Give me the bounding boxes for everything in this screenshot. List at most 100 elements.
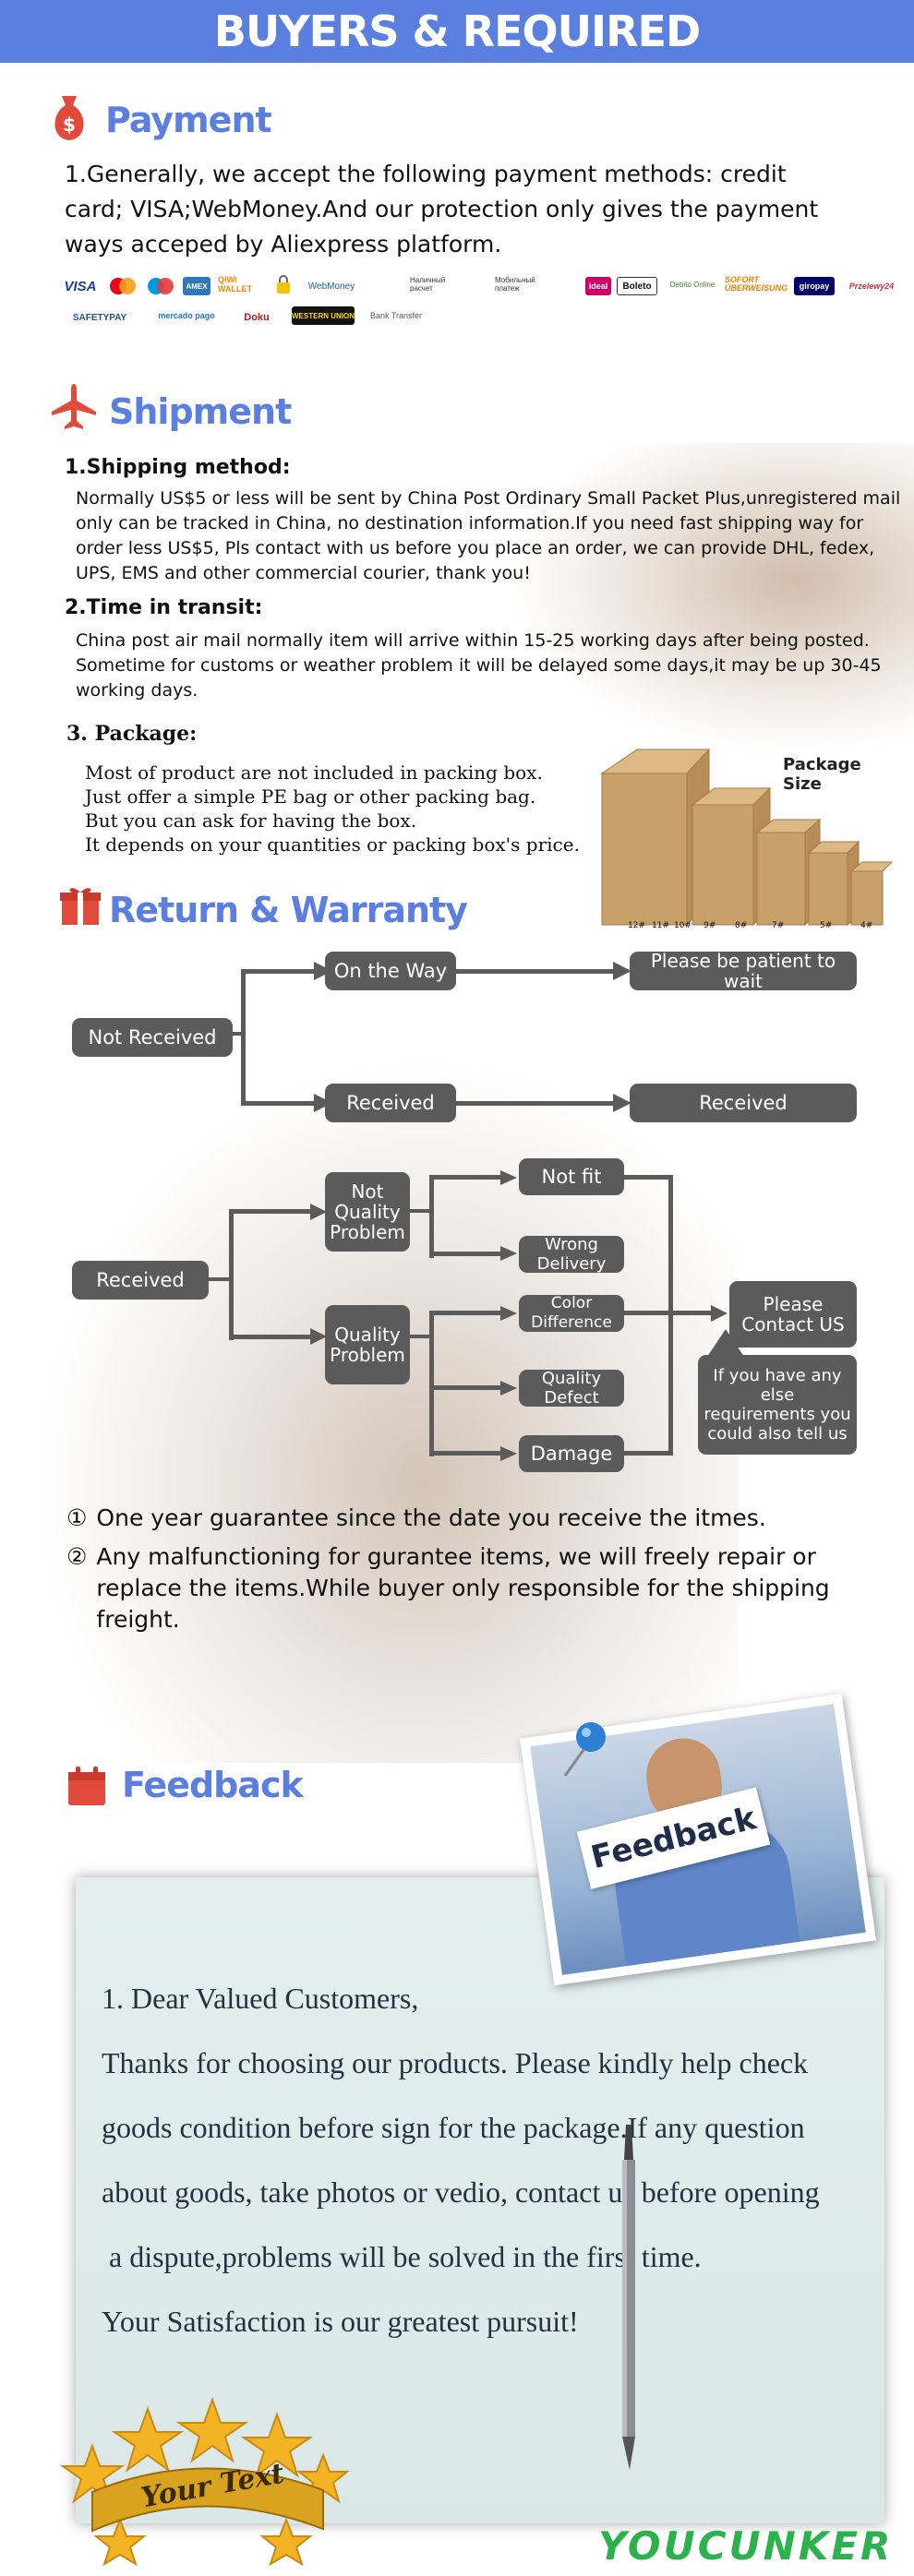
flow-connector <box>429 1175 503 1180</box>
requirements-bubble: If you have any else requirements you co… <box>698 1355 857 1455</box>
package-text: Most of product are not included in pack… <box>85 761 602 857</box>
received-box: Received <box>325 1084 456 1122</box>
feedback-line-5: a dispute,problems will be solved in the… <box>102 2240 702 2273</box>
debito-online-logo: Debito Online <box>669 280 716 289</box>
note-1-number: ① <box>66 1504 88 1531</box>
not-fit-box: Not fit <box>519 1158 624 1195</box>
feedback-line-1: 1. Dear Valued Customers, <box>102 1982 419 2015</box>
package-line: Most of product are not included in pack… <box>85 761 543 784</box>
flow-connector <box>429 1175 434 1258</box>
package-line: It depends on your quantities or packing… <box>85 833 580 856</box>
airplane-icon <box>48 380 100 432</box>
bank-transfer-logo: Bank Transfer <box>369 311 423 320</box>
note-1: ① One year guarantee since the date you … <box>66 1503 897 1534</box>
flow-connector <box>429 1451 503 1456</box>
payment-title: Payment <box>105 100 272 140</box>
box-label: 4# <box>860 921 873 930</box>
box-label: 10# <box>674 921 692 930</box>
flow-connector <box>624 1175 672 1180</box>
shipping-method-heading: 1.Shipping method: <box>65 456 291 479</box>
box-label: 5# <box>820 921 833 930</box>
transit-heading: 2.Time in transit: <box>65 596 263 619</box>
package-line: Just offer a simple PE bag or other pack… <box>85 785 536 808</box>
color-difference-box: Color Difference <box>519 1294 624 1332</box>
flow-connector <box>456 1101 622 1106</box>
arrowheads <box>310 962 728 1461</box>
safetypay-logo: SAFETYPAY <box>72 312 127 323</box>
przelewy24-logo: Przelewy24 <box>848 282 895 291</box>
patient-box: Please be patient to wait <box>630 951 857 991</box>
cash-logo: Наличный расчет <box>410 276 446 293</box>
qiwi-logo: QIWI WALLET <box>218 275 252 294</box>
boleto-logo: Boleto <box>617 277 657 295</box>
note-2: ② Any malfunctioning for gurantee items,… <box>66 1541 897 1635</box>
received-result-box: Received <box>630 1084 857 1122</box>
not-quality-box: Not Quality Problem <box>325 1172 410 1252</box>
feedback-line-6: Your Satisfaction is our greatest pursui… <box>102 2305 579 2338</box>
note-1-text: One year guarantee since the date you re… <box>96 1504 766 1531</box>
doku-logo: Doku <box>244 312 270 323</box>
flow-connector <box>229 1335 316 1339</box>
shipment-bg-photo <box>517 443 914 748</box>
flow-connector <box>229 1209 316 1214</box>
visa-logo: VISA <box>64 278 97 294</box>
speech-bubble-tail <box>707 1329 744 1357</box>
wrong-delivery-box: Wrong Delivery <box>519 1235 624 1274</box>
amex-logo: AMEX <box>183 277 210 295</box>
flow-connector <box>241 969 315 974</box>
lock-icon <box>273 275 294 294</box>
note-2-number: ② <box>66 1543 88 1570</box>
flow-connector <box>429 1385 503 1390</box>
transit-text: China post air mail normally item will a… <box>76 630 882 701</box>
flow-connector <box>456 969 622 974</box>
mercadopago-logo: mercado pago <box>158 311 215 320</box>
chat-icon <box>65 1765 109 1809</box>
brand-logo: YOUCUNKER <box>598 2523 894 2569</box>
shipment-title: Shipment <box>109 391 292 432</box>
feedback-line-4: about goods, take photos or vedio, conta… <box>102 2175 820 2209</box>
pushpin-icon <box>558 1715 613 1781</box>
contact-us-box: Please Contact US <box>729 1281 857 1348</box>
page-title: BUYERS & REQUIRED <box>213 6 701 56</box>
box-label: 12# <box>628 921 645 930</box>
damage-box: Damage <box>519 1435 624 1472</box>
western-union-logo: WESTERN UNION <box>292 306 355 325</box>
mastercard-logo <box>107 277 138 295</box>
header-banner: BUYERS & REQUIRED <box>0 0 914 63</box>
flow-connector <box>409 1209 433 1213</box>
star-badge: Your Text <box>55 2381 351 2567</box>
package-size-label: Package Size <box>783 755 861 794</box>
box-label: 11# <box>652 921 669 930</box>
flow-connector <box>409 1335 433 1338</box>
box-label: 9# <box>704 921 716 930</box>
box-label: 7# <box>772 921 785 930</box>
flow-connector <box>241 1101 315 1106</box>
package-heading: 3. Package: <box>66 722 198 746</box>
feedback-title: Feedback <box>122 1765 304 1805</box>
webmoney-logo: WebMoney <box>307 281 355 292</box>
money-bag-icon: $ <box>48 92 90 142</box>
note-2-text: Any malfunctioning for gurantee items, w… <box>96 1543 830 1633</box>
maestro-logo <box>144 277 177 295</box>
package-line: But you can ask for having the box. <box>85 809 417 832</box>
pen-icon <box>609 2123 646 2474</box>
flow-connector <box>624 1451 672 1456</box>
sofort-logo: SOFORT ÜBERWEISUNG <box>724 275 788 293</box>
package-size-image: Package Size 12# 11# 10# 9# 8# 7# 5# 4# <box>600 744 905 936</box>
flow-connector <box>624 1311 713 1315</box>
flow-connector <box>429 1252 503 1256</box>
box-label: 8# <box>735 921 748 930</box>
feedback-line-3: goods condition before sign for the pack… <box>102 2111 805 2144</box>
flow-connector <box>241 969 246 1106</box>
svg-text:$: $ <box>63 114 76 136</box>
flow-connector <box>233 1032 244 1036</box>
warranty-title: Return & Warranty <box>109 890 468 930</box>
flow-connector <box>429 1311 434 1456</box>
shipping-method-text: Normally US$5 or less will be sent by Ch… <box>76 488 901 583</box>
payment-logos: VISA AMEX QIWI WALLET WebMoney Наличный … <box>55 273 905 330</box>
feedback-line-2: Thanks for choosing our products. Please… <box>102 2046 809 2079</box>
payment-text: 1.Generally, we accept the following pay… <box>65 161 819 258</box>
on-the-way-box: On the Way <box>325 952 456 990</box>
ideal-logo: ideal <box>585 277 611 295</box>
mobile-payment-logo: Мобильный платеж <box>495 276 535 293</box>
